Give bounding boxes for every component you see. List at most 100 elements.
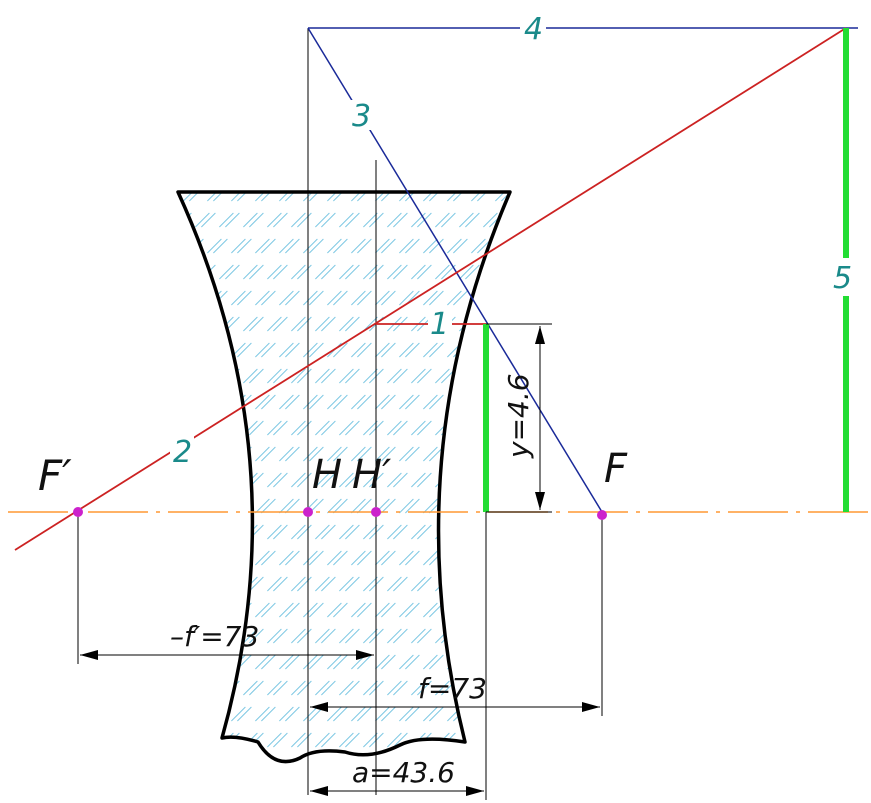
hatch-stroke [339, 368, 354, 384]
hatch-stroke [291, 472, 306, 488]
dimension-y [486, 323, 552, 513]
hatch-stroke [231, 446, 246, 462]
hatch-stroke [513, 629, 527, 643]
hatch-stroke [243, 368, 258, 384]
hatch-stroke [357, 602, 372, 618]
hatch-stroke [489, 264, 504, 280]
hatch-stroke [429, 238, 444, 254]
hatch-stroke [249, 368, 264, 384]
hatch-stroke [375, 446, 390, 462]
hatch-stroke [279, 498, 294, 514]
hatch-stroke [465, 368, 480, 384]
hatch-stroke [513, 733, 527, 747]
hatch-stroke [477, 758, 492, 762]
hatch-stroke [465, 212, 480, 228]
hatch-stroke [429, 498, 444, 514]
hatch-stroke [489, 732, 504, 748]
hatch-stroke [447, 238, 462, 254]
hatch-stroke [261, 654, 276, 670]
hatch-stroke [321, 316, 336, 332]
hatch-stroke [279, 602, 294, 618]
hatch-stroke [351, 602, 366, 618]
hatch-stroke [471, 238, 486, 254]
hatch-stroke [423, 342, 438, 358]
hatch-stroke [291, 316, 306, 332]
hatch-stroke [351, 342, 366, 358]
hatch-stroke [321, 576, 336, 592]
hatch-stroke [423, 654, 438, 670]
hatch-stroke [315, 316, 330, 332]
hatch-stroke [363, 732, 378, 748]
hatch-stroke [519, 551, 533, 565]
hatch-stroke [333, 290, 348, 306]
label-h: H [312, 452, 342, 498]
hatch-stroke [255, 498, 270, 514]
hatch-stroke [243, 264, 258, 280]
hatch-stroke [297, 368, 312, 384]
hatch-stroke [237, 758, 252, 762]
hatch-stroke [231, 550, 246, 566]
hatch-stroke [327, 192, 342, 202]
hatch-stroke [357, 342, 372, 358]
hatch-stroke [219, 368, 234, 384]
hatch-stroke [321, 732, 336, 748]
hatch-stroke [201, 212, 216, 228]
hatch-stroke [243, 524, 258, 540]
hatch-stroke [453, 550, 468, 566]
hatch-stroke [309, 446, 324, 462]
hatch-stroke [339, 316, 354, 332]
hatch-stroke [267, 680, 282, 696]
hatch-stroke [387, 680, 402, 696]
hatch-stroke [519, 655, 533, 669]
hatch-stroke [453, 290, 468, 306]
hatch-stroke [381, 550, 396, 566]
hatch-stroke [501, 758, 510, 762]
hatch-stroke [213, 238, 228, 254]
hatch-stroke [261, 394, 276, 410]
hatch-stroke [321, 472, 336, 488]
hatch-stroke [333, 342, 348, 358]
hatch-stroke [525, 707, 539, 721]
hatch-stroke [315, 732, 330, 748]
hatch-stroke [309, 394, 324, 410]
hatch-stroke [321, 524, 336, 540]
hatch-stroke [285, 394, 300, 410]
hatch-stroke [267, 628, 282, 644]
hatch-stroke [399, 394, 414, 410]
hatch-stroke [309, 758, 324, 762]
hatch-stroke [261, 290, 276, 306]
hatch-stroke [357, 290, 372, 306]
hatch-stroke [399, 238, 414, 254]
hatch-stroke [237, 550, 252, 566]
hatch-stroke [279, 290, 294, 306]
hatch-stroke [255, 238, 270, 254]
hatch-stroke [417, 264, 432, 280]
hatch-stroke [273, 472, 288, 488]
hatch-stroke [309, 192, 324, 202]
hatch-stroke [339, 576, 354, 592]
hatch-stroke [183, 550, 198, 566]
hatch-stroke [405, 654, 420, 670]
hatch-stroke [249, 212, 264, 228]
hatch-stroke [387, 524, 402, 540]
hatch-stroke [273, 264, 288, 280]
hatch-stroke [207, 446, 222, 462]
hatch-stroke [225, 576, 240, 592]
ray-2-label: 2 [173, 435, 192, 470]
hatch-stroke [225, 420, 240, 436]
hatch-stroke [435, 264, 450, 280]
hatch-stroke [189, 394, 204, 410]
hatch-stroke [297, 472, 312, 488]
hatch-stroke [399, 498, 414, 514]
hatch-stroke [303, 654, 318, 670]
hatch-stroke [207, 238, 222, 254]
hatch-stroke [411, 576, 426, 592]
hatch-stroke [261, 238, 276, 254]
hatch-stroke [483, 524, 498, 540]
hatch-stroke [291, 628, 306, 644]
hatch-stroke [477, 654, 492, 670]
hatch-stroke [525, 603, 539, 617]
hatch-stroke [297, 732, 312, 748]
hatch-stroke [213, 342, 228, 358]
